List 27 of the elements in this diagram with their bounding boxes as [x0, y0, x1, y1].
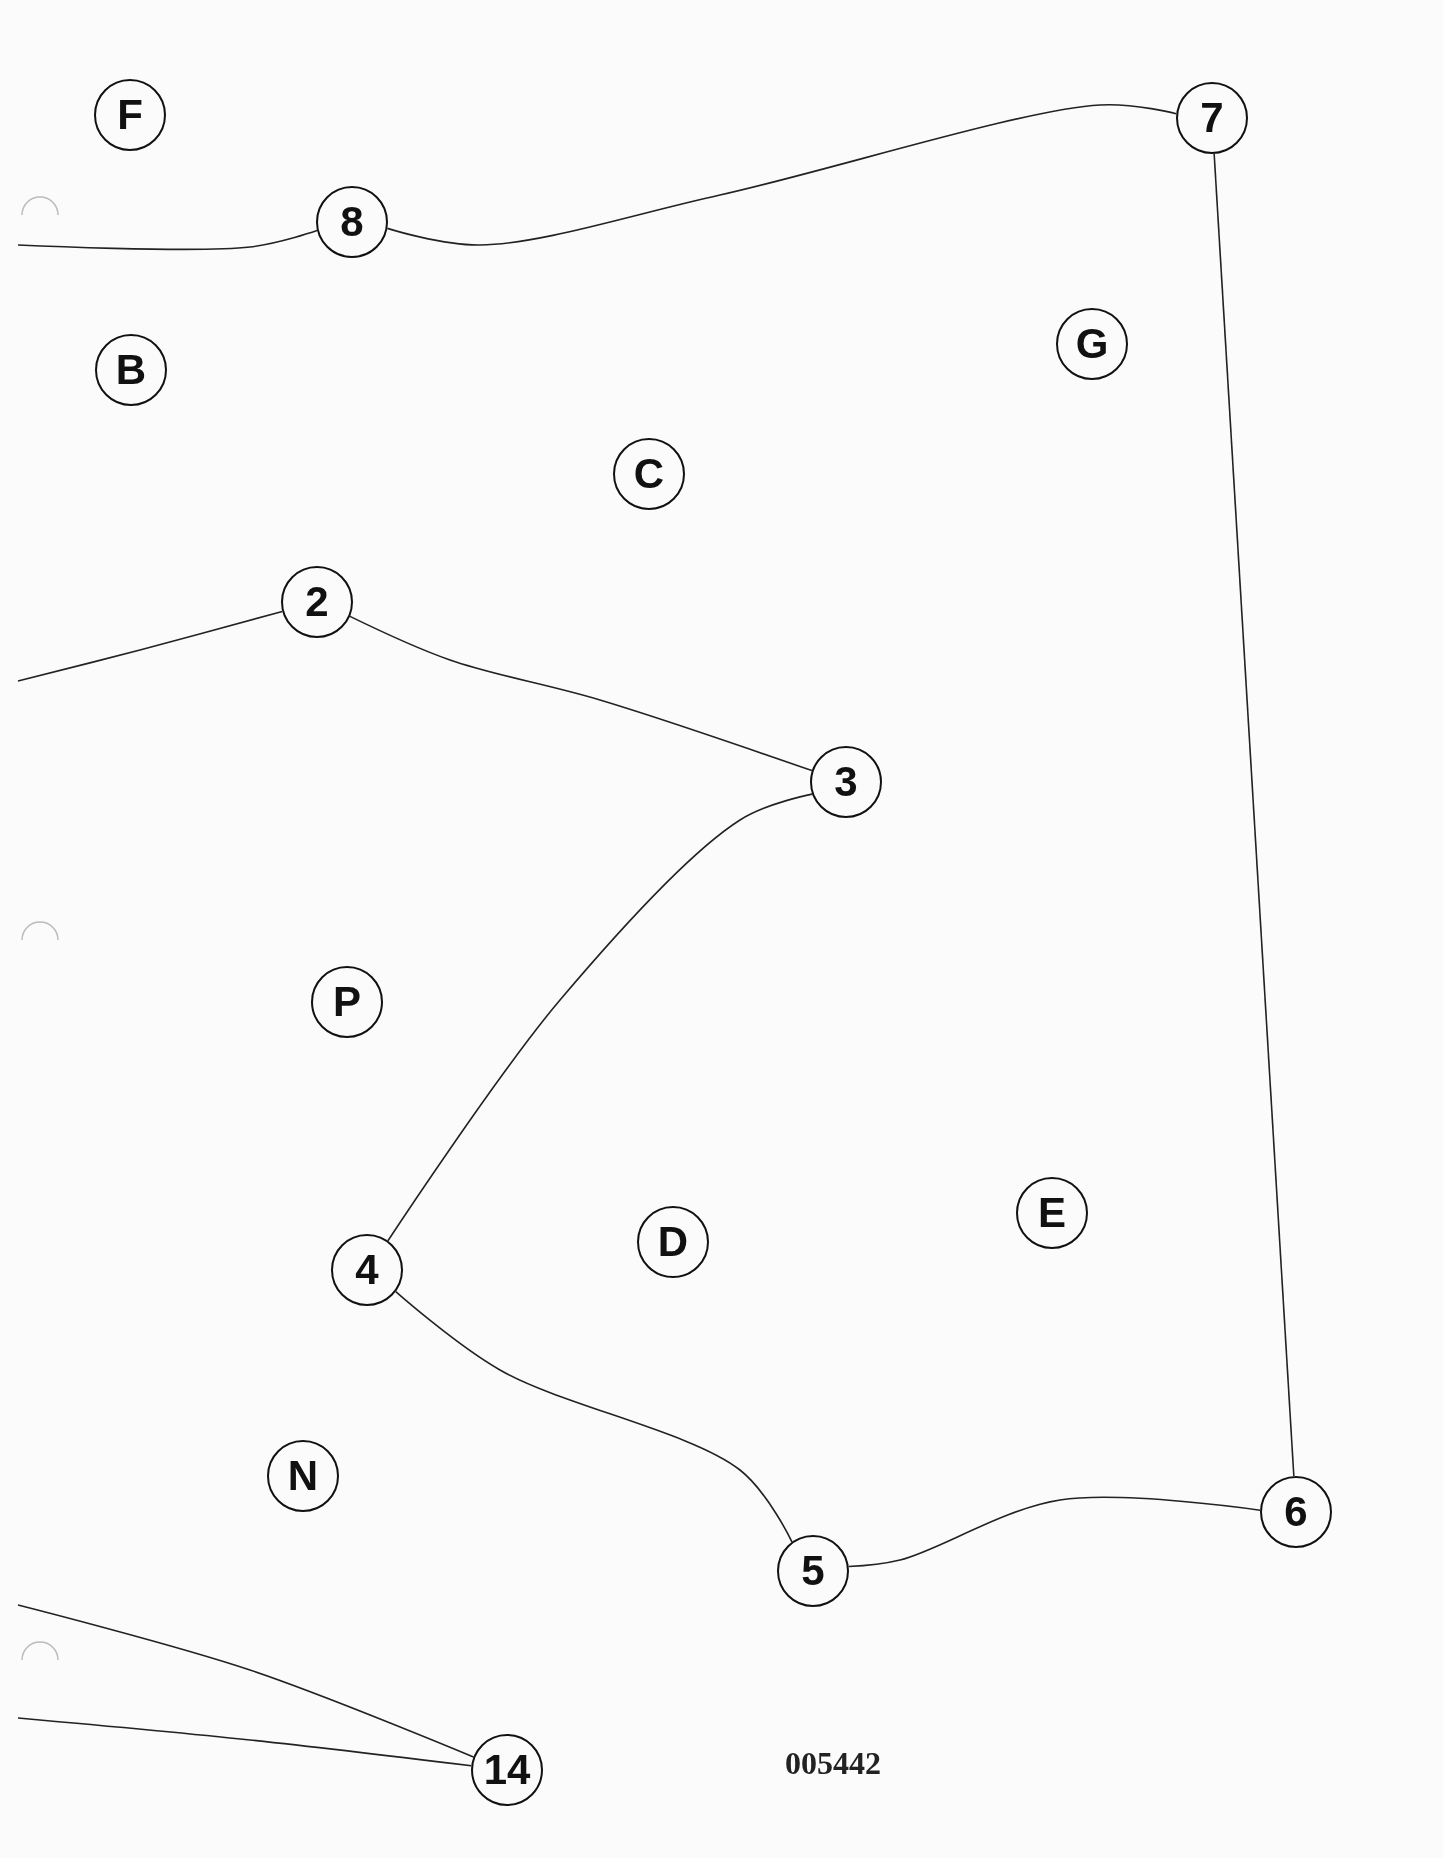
- node-circle: 14: [471, 1734, 543, 1806]
- node-circle: 5: [777, 1535, 849, 1607]
- connector-line: [394, 1290, 793, 1543]
- connector-line: [349, 615, 813, 772]
- node-circle: D: [637, 1206, 709, 1278]
- node-circle: 4: [331, 1234, 403, 1306]
- connector-line: [17, 1717, 473, 1767]
- node-circle: E: [1016, 1177, 1088, 1249]
- node-circle: 2: [281, 566, 353, 638]
- connector-line: [1213, 153, 1295, 1477]
- node-circle: 7: [1176, 82, 1248, 154]
- connector-line: [17, 610, 284, 682]
- node-circle: G: [1056, 308, 1128, 380]
- connector-line: [17, 229, 318, 251]
- node-circle: 8: [316, 186, 388, 258]
- document-number: 005442: [785, 1745, 881, 1782]
- node-circle: F: [94, 79, 166, 151]
- node-circle: 6: [1260, 1476, 1332, 1548]
- connector-line: [847, 1496, 1261, 1568]
- node-circle: 3: [810, 746, 882, 818]
- node-circle: N: [267, 1440, 339, 1512]
- connector-line: [17, 1604, 475, 1758]
- connector-line: [386, 103, 1178, 246]
- connector-line: [387, 793, 813, 1242]
- node-circle: C: [613, 438, 685, 510]
- node-circle: B: [95, 334, 167, 406]
- node-circle: P: [311, 966, 383, 1038]
